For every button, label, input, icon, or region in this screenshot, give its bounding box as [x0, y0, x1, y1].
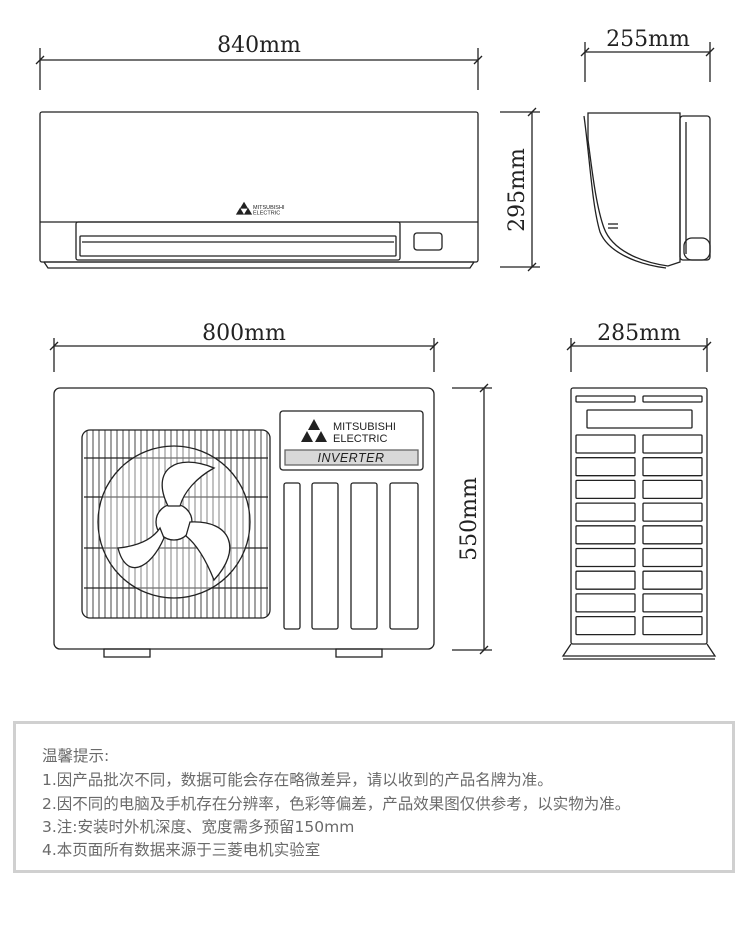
indoor-unit-front: [35, 48, 483, 269]
side-vent-slot: [642, 547, 703, 568]
side-vent-slot: [642, 434, 703, 454]
dim-outdoor-depth: 285mm: [597, 321, 681, 346]
side-vent-slot: [642, 479, 703, 500]
tip-item-3: 3.注:安装时外机深度、宽度需多预留150mm: [42, 818, 355, 836]
tips-panel: 温馨提示: 1.因产品批次不同，数据可能会存在略微差异，请以收到的产品名牌为准。…: [13, 721, 735, 873]
tips-title: 温馨提示:: [42, 747, 110, 765]
side-vent-slot: [642, 615, 703, 636]
indoor-logo-text-1: MITSUBISHI: [253, 205, 285, 211]
side-vent-slot: [575, 434, 636, 454]
tip-item-2: 2.因不同的电脑及手机存在分辨率，色彩等偏差，产品效果图仅供参考，以实物为准。: [42, 795, 631, 813]
outdoor-side-vents: [575, 434, 703, 636]
side-vent-slot: [642, 502, 703, 522]
side-vent-slot: [575, 615, 636, 636]
dimension-drawing: MITSUBISHI ELECTRIC MITSUBISHI ELECTRIC …: [35, 27, 717, 660]
side-vent-slot: [642, 570, 703, 590]
side-vent-slot: [575, 593, 636, 613]
brand-name-line1: MITSUBISHI: [333, 421, 396, 433]
side-vent-slot: [642, 593, 703, 613]
side-vent-slot: [575, 502, 636, 522]
side-vent-slot: [575, 457, 636, 477]
dim-indoor-depth: 255mm: [606, 27, 690, 52]
outdoor-unit-front: [49, 338, 492, 658]
side-vent-slot: [642, 457, 703, 477]
outdoor-unit-side: [561, 338, 717, 660]
brand-name-line2: ELECTRIC: [333, 433, 387, 445]
tip-item-4: 4.本页面所有数据来源于三菱电机实验室: [42, 841, 321, 859]
dim-indoor-height: 295mm: [505, 148, 530, 232]
side-vent-slot: [575, 570, 636, 590]
indoor-unit-side: [500, 42, 715, 272]
side-vent-slot: [575, 525, 636, 545]
side-vent-slot: [575, 479, 636, 500]
inverter-badge: INVERTER: [318, 451, 385, 465]
dim-indoor-width: 840mm: [217, 33, 301, 58]
tip-item-1: 1.因产品批次不同，数据可能会存在略微差异，请以收到的产品名牌为准。: [42, 771, 553, 789]
dim-outdoor-width: 800mm: [202, 321, 286, 346]
indoor-logo-text-2: ELECTRIC: [253, 211, 280, 217]
dim-outdoor-height: 550mm: [457, 477, 482, 561]
side-vent-slot: [575, 547, 636, 568]
side-vent-slot: [642, 525, 703, 545]
